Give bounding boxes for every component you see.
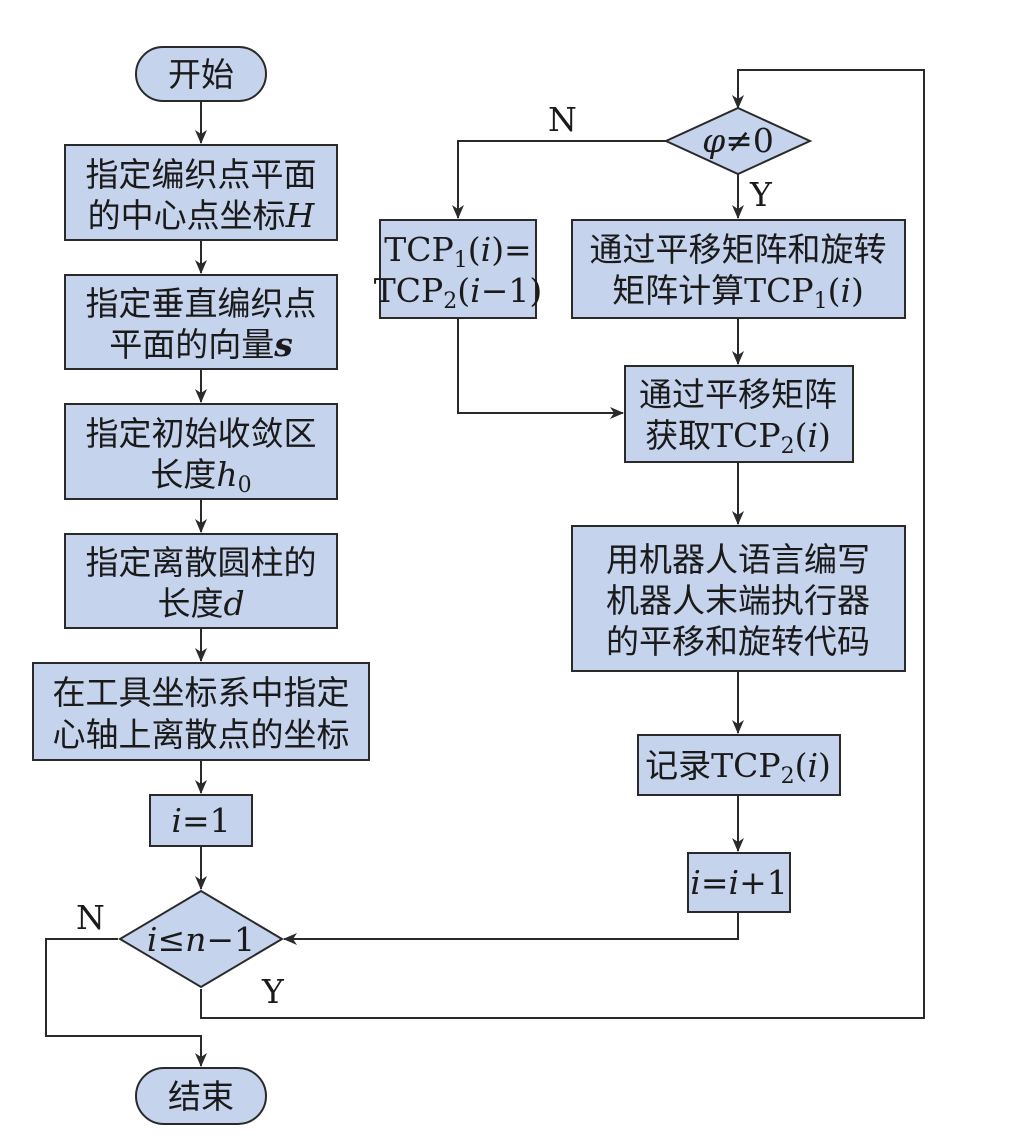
set-d-line1: 指定离散圆柱的 — [86, 543, 317, 582]
increment-label: i=i+1 — [690, 863, 787, 902]
start-node: 开始 — [135, 46, 267, 102]
robot-code-line3: 的平移和旋转代码 — [606, 622, 870, 661]
edge-loop-no-to-end — [45, 938, 207, 1067]
tcp2-get-node: 通过平移矩阵 获取TCP2(i) — [624, 365, 854, 463]
end-node: 结束 — [135, 1067, 267, 1125]
tcp1-assign-node: TCP1(i)= TCP2(i−1) — [374, 219, 542, 319]
init-i-node: i=1 — [149, 794, 253, 847]
robot-code-line1: 用机器人语言编写 — [606, 540, 870, 579]
set-h0-line1: 指定初始收敛区 — [86, 414, 317, 453]
loop-condition-label: i≤n−1 — [147, 920, 255, 959]
set-h0-line2: 长度h0 — [150, 455, 251, 498]
start-label: 开始 — [168, 55, 234, 94]
loop-condition-node: i≤n−1 — [118, 889, 284, 989]
edge-assign-to-get — [457, 318, 624, 419]
set-vector-line1: 指定垂直编织点 — [86, 284, 317, 323]
edge-loop-yes-to-phi — [200, 69, 925, 1019]
tcp1-compute-line1: 通过平移矩阵和旋转 — [590, 230, 887, 269]
set-points-line1: 在工具坐标系中指定 — [53, 673, 350, 712]
set-vector-line2: 平面的向量s — [109, 325, 293, 364]
phi-no-label: N — [548, 100, 577, 139]
tcp1-assign-line1: TCP1(i)= — [384, 230, 531, 273]
tcp2-get-line1: 通过平移矩阵 — [639, 375, 837, 414]
tcp1-compute-node: 通过平移矩阵和旋转 矩阵计算TCP1(i) — [571, 219, 906, 319]
loop-yes-label: Y — [261, 972, 285, 1011]
set-d-node: 指定离散圆柱的 长度d — [64, 533, 338, 629]
phi-yes-label: Y — [749, 175, 773, 214]
set-h0-node: 指定初始收敛区 长度h0 — [64, 403, 338, 500]
set-points-node: 在工具坐标系中指定 心轴上离散点的坐标 — [32, 662, 370, 761]
tcp2-get-line2: 获取TCP2(i) — [645, 416, 831, 459]
set-vector-node: 指定垂直编织点 平面的向量s — [64, 274, 338, 370]
phi-condition-label: φ≠0 — [702, 121, 774, 160]
phi-condition-node: φ≠0 — [663, 106, 813, 176]
set-center-line1: 指定编织点平面 — [86, 155, 317, 194]
set-center-line2: 的中心点坐标H — [88, 196, 316, 235]
robot-code-line2: 机器人末端执行器 — [606, 581, 870, 620]
set-d-line2: 长度d — [157, 584, 244, 623]
set-center-node: 指定编织点平面 的中心点坐标H — [64, 144, 338, 241]
edge-phi-no — [452, 140, 666, 219]
tcp1-assign-line2: TCP2(i−1) — [374, 271, 542, 314]
loop-no-label: N — [76, 898, 105, 937]
robot-code-node: 用机器人语言编写 机器人末端执行器 的平移和旋转代码 — [571, 525, 906, 672]
edge-increment-to-loop — [283, 912, 739, 945]
tcp1-compute-line2: 矩阵计算TCP1(i) — [612, 271, 864, 314]
record-label: 记录TCP2(i) — [645, 746, 831, 789]
record-node: 记录TCP2(i) — [637, 734, 841, 796]
increment-node: i=i+1 — [687, 852, 791, 913]
set-points-line2: 心轴上离散点的坐标 — [53, 715, 350, 754]
end-label: 结束 — [168, 1077, 234, 1116]
init-i-label: i=1 — [171, 801, 230, 840]
